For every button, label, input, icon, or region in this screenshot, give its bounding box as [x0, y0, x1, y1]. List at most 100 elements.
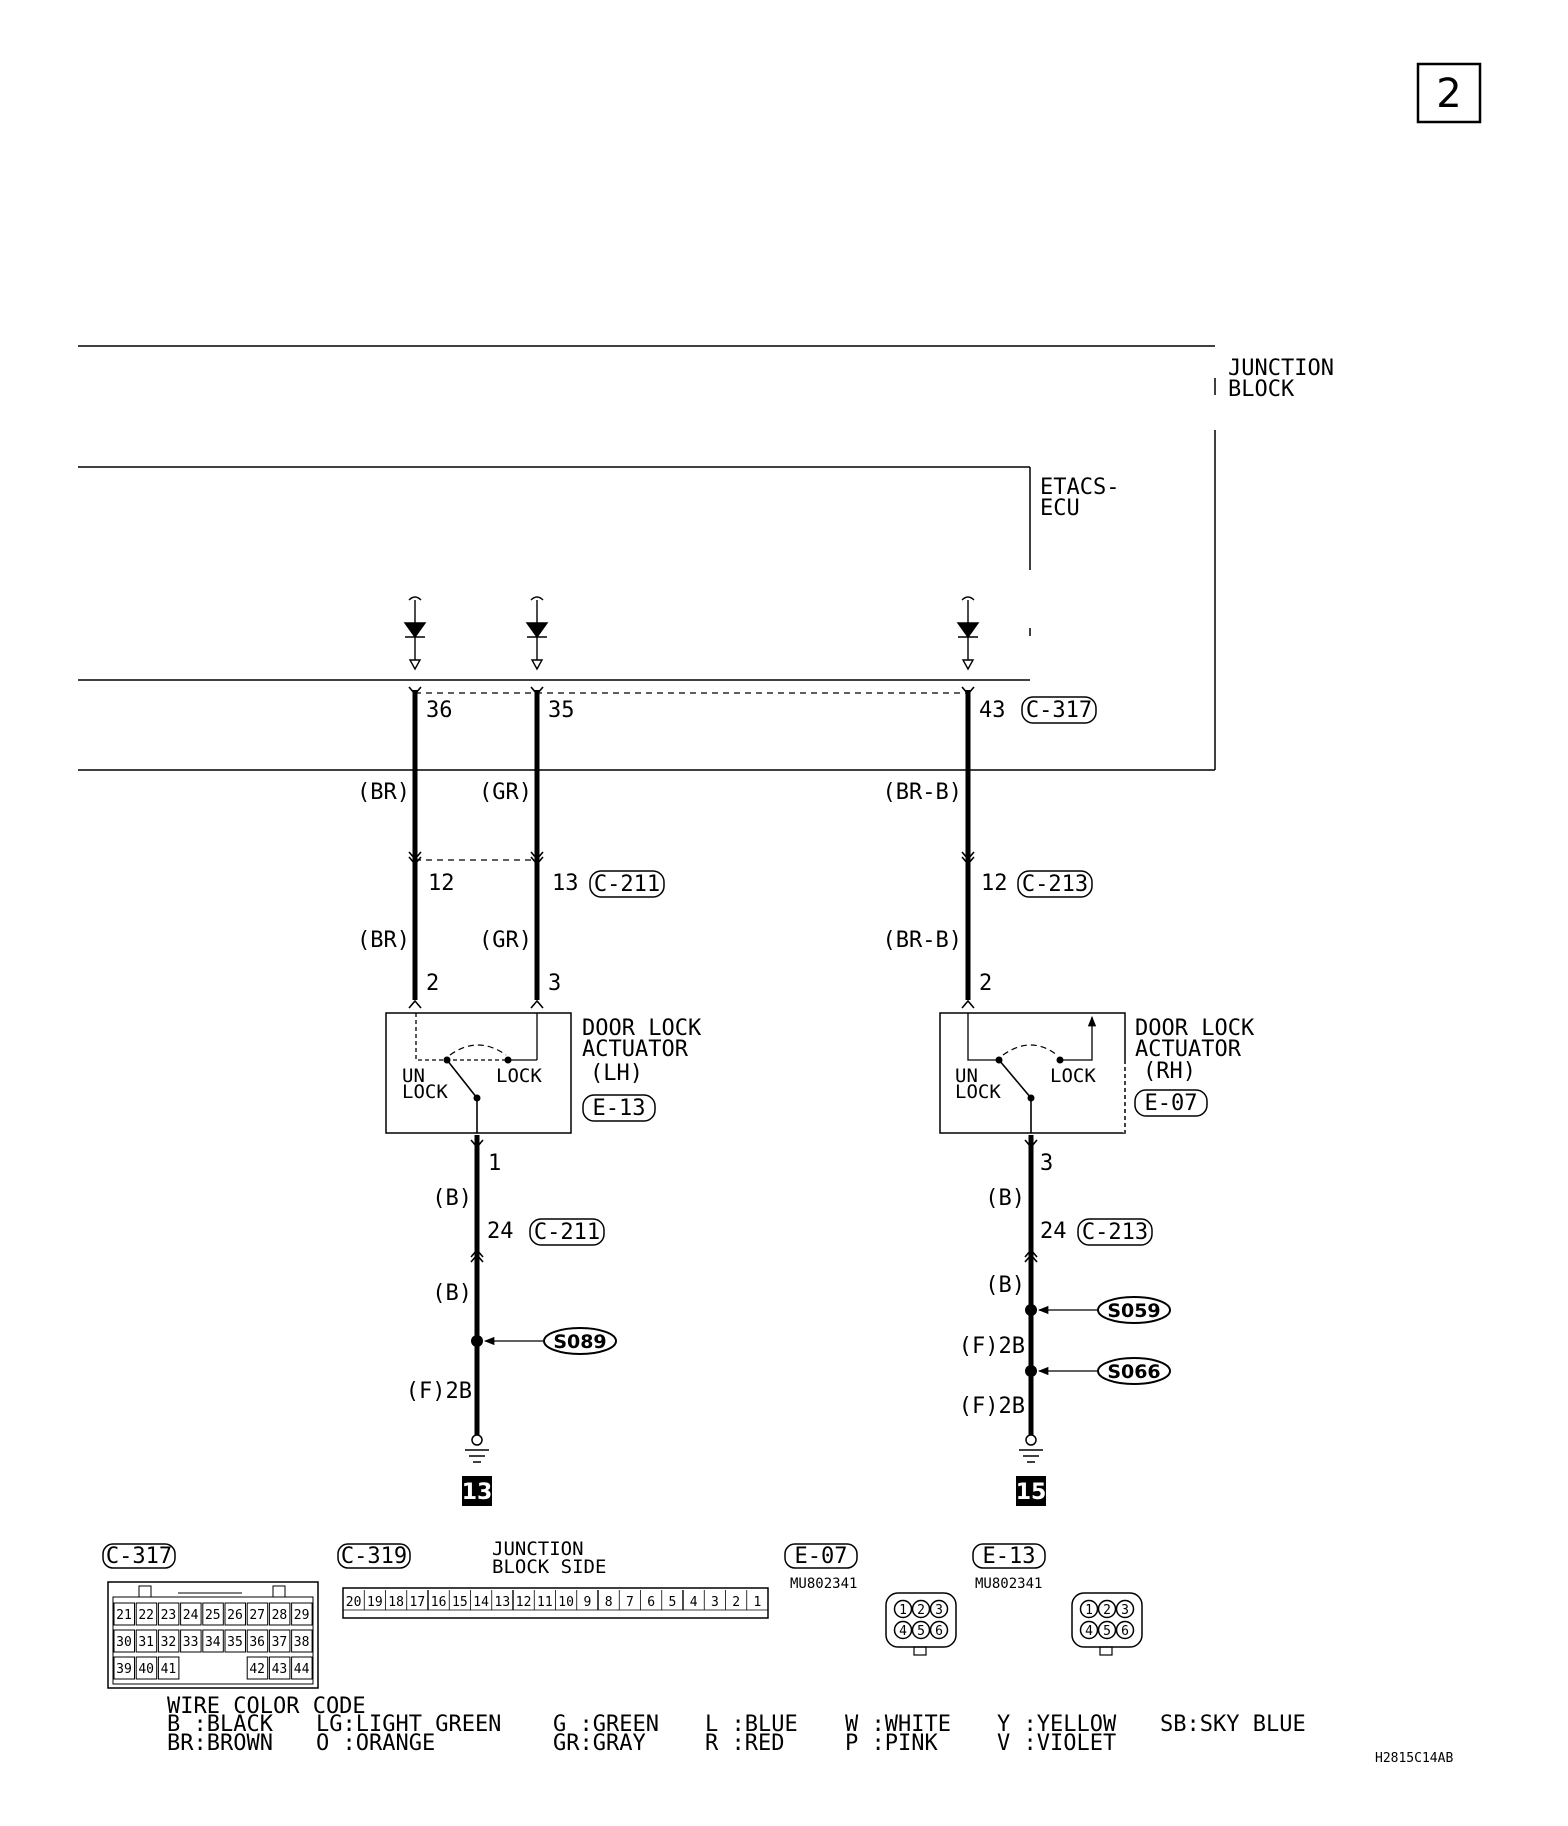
c317-pin: 22	[138, 1608, 154, 1623]
rh-unlock-2: LOCK	[955, 1081, 1001, 1103]
c319-pin: 12	[516, 1595, 532, 1610]
pin-13: 13	[552, 871, 579, 896]
svg-text:C-211: C-211	[534, 1220, 600, 1245]
svg-text:15: 15	[1016, 1480, 1047, 1505]
actuator-lh-label-1: DOOR LOCK	[582, 1016, 702, 1041]
svg-text:13: 13	[462, 1480, 493, 1505]
wire-gr-1: (GR)	[479, 780, 532, 805]
svg-text:C-213: C-213	[1022, 872, 1088, 897]
c317-pin: 26	[227, 1608, 243, 1623]
pin-rh-2: 2	[979, 971, 992, 996]
wire-br-1: (BR)	[357, 780, 410, 805]
connector-tag-c211-top: C-211	[589, 870, 665, 898]
diode-2	[956, 596, 980, 671]
pin-lh-3: 3	[548, 971, 561, 996]
wire-b-rh-2: (B)	[985, 1273, 1025, 1298]
door-lock-actuator-rh	[939, 1012, 1127, 1134]
c319-pin: 3	[711, 1595, 719, 1610]
svg-text:S089: S089	[553, 1331, 606, 1353]
connector-tag-c319: C-319	[337, 1543, 411, 1569]
c317-pin: 39	[116, 1662, 132, 1677]
c319-pin: 20	[346, 1595, 362, 1610]
pin-rh-3: 3	[1040, 1151, 1053, 1176]
svg-text:S066: S066	[1107, 1361, 1160, 1383]
plug-pin: 2	[917, 1603, 925, 1618]
c319-pin: 9	[583, 1595, 591, 1610]
c317-pin: 25	[205, 1608, 221, 1623]
wire-b-lh-1: (B)	[432, 1186, 472, 1211]
etacs-ecu-label-2: ECU	[1040, 496, 1080, 521]
plug-pin: 6	[1121, 1624, 1129, 1639]
svg-text:E-07: E-07	[795, 1544, 848, 1569]
legend-entry: BR:BROWN	[167, 1731, 273, 1756]
c317-pin: 24	[183, 1608, 199, 1623]
junction-block	[78, 345, 1216, 771]
c319-pin: 16	[431, 1595, 447, 1610]
svg-text:S059: S059	[1107, 1300, 1160, 1322]
c319-pin: 13	[495, 1595, 511, 1610]
ecu-diodes	[403, 596, 980, 671]
legend-entry: SB:SKY BLUE	[1160, 1712, 1306, 1737]
c317-pin: 41	[161, 1662, 177, 1677]
pin-12-c211: 12	[428, 871, 455, 896]
c317-pin: 43	[272, 1662, 288, 1677]
pin-24-rh: 24	[1040, 1219, 1067, 1244]
c319-pin: 1	[753, 1595, 761, 1610]
c317-pin: 40	[138, 1662, 154, 1677]
wire-f2b-lh: (F)2B	[406, 1379, 472, 1404]
splice-s089: S089	[471, 1327, 617, 1355]
plug-pin: 1	[899, 1603, 907, 1618]
diode-0	[403, 596, 427, 671]
c317-pin: 42	[249, 1662, 265, 1677]
c319-pin: 2	[732, 1595, 740, 1610]
svg-text:E-13: E-13	[983, 1544, 1036, 1569]
part-number-e07: MU802341	[790, 1576, 857, 1592]
c317-pin: 30	[116, 1635, 132, 1650]
pin-12-c213: 12	[981, 871, 1008, 896]
connector-tag-e13-bottom: E-13	[972, 1543, 1046, 1569]
lh-unlock-2: LOCK	[402, 1081, 448, 1103]
svg-text:E-07: E-07	[1145, 1091, 1198, 1116]
actuator-rh-label-1: DOOR LOCK	[1135, 1016, 1255, 1041]
actuator-rh-label-2: ACTUATOR	[1135, 1037, 1242, 1062]
lh-lock: LOCK	[496, 1065, 542, 1087]
page-number-box	[1416, 62, 1482, 124]
pin-35: 35	[548, 698, 575, 723]
pin-24-lh: 24	[487, 1219, 514, 1244]
legend-entry: Y :YELLOW	[997, 1712, 1117, 1737]
svg-text:C-317: C-317	[106, 1544, 172, 1569]
pin-36: 36	[426, 698, 453, 723]
c317-pin: 35	[227, 1635, 243, 1650]
door-lock-actuator-lh	[385, 1012, 572, 1134]
c319-pin: 11	[537, 1595, 553, 1610]
plug-pin: 1	[1085, 1603, 1093, 1618]
c317-pin: 34	[205, 1635, 221, 1650]
etacs-ecu	[78, 466, 1031, 681]
legend-entry: B :BLACK	[167, 1712, 274, 1737]
wires	[412, 690, 1034, 1435]
c317-pin: 32	[161, 1635, 177, 1650]
c319-pin: 8	[605, 1595, 613, 1610]
junction-block-side-1: JUNCTION	[492, 1538, 584, 1560]
plug-pin: 6	[935, 1624, 943, 1639]
wire-brb-2: (BR-B)	[883, 928, 962, 953]
ground-13: 13	[462, 1434, 493, 1506]
connector-chevrons	[408, 686, 1038, 1263]
actuator-rh-label-3: (RH)	[1143, 1059, 1196, 1084]
legend-entry: G :GREEN	[553, 1712, 659, 1737]
plug-pin: 4	[1085, 1624, 1093, 1639]
c317-pin: 21	[116, 1608, 132, 1623]
svg-text:C-317: C-317	[1026, 698, 1092, 723]
plug-pin: 2	[1103, 1603, 1111, 1618]
legend-entry: L :BLUE	[705, 1712, 798, 1737]
c317-pin: 36	[249, 1635, 265, 1650]
connector-tag-c213-top: C-213	[1017, 870, 1093, 898]
connector-tag-c317-bottom: C-317	[102, 1543, 176, 1569]
c319-pin: 15	[452, 1595, 468, 1610]
c317-pin: 29	[294, 1608, 310, 1623]
